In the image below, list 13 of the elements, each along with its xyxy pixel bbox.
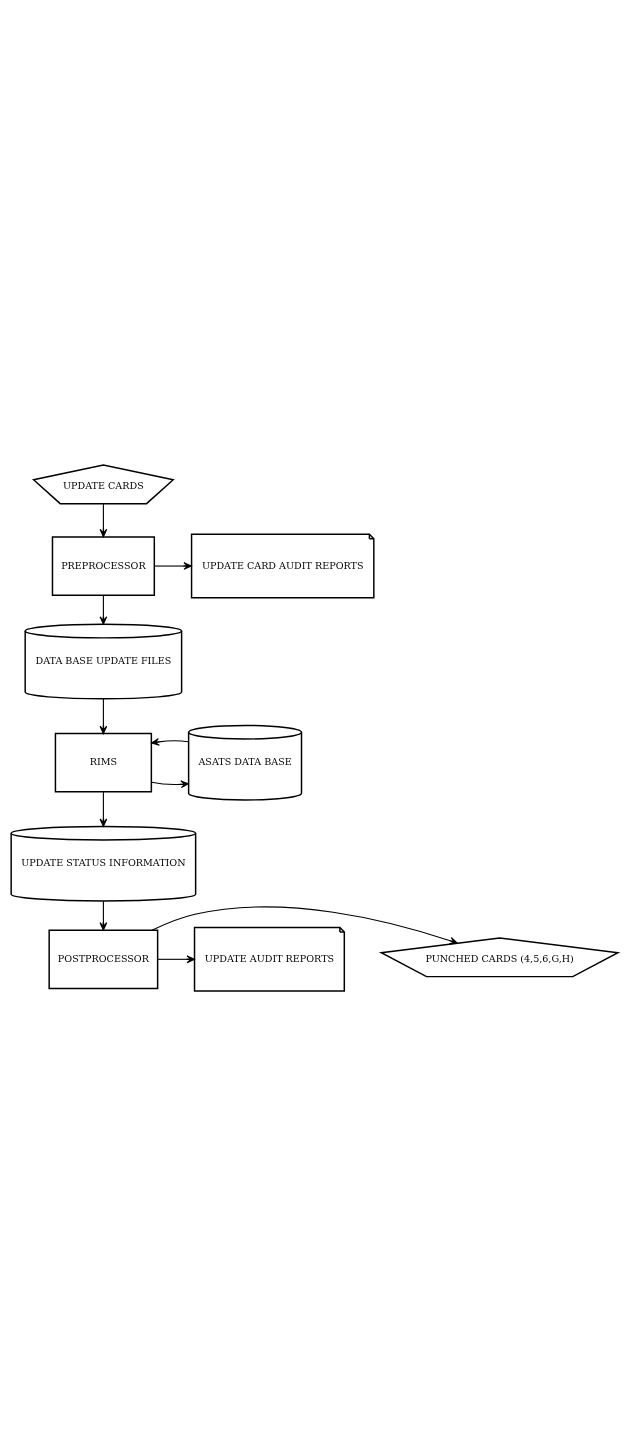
node-box: RIMS: [54, 732, 153, 793]
arrow: [151, 779, 189, 788]
arrow: [99, 697, 108, 734]
arrow: [151, 905, 458, 944]
arrow: [99, 502, 108, 537]
node-box: PREPROCESSOR: [51, 535, 156, 596]
arrow: [99, 790, 108, 827]
arrow: [157, 954, 196, 963]
arrow: [99, 900, 108, 931]
arrow: [153, 561, 192, 570]
arrow: [99, 594, 108, 625]
arrow: [151, 737, 189, 746]
node-box: POSTPROCESSOR: [48, 928, 159, 989]
